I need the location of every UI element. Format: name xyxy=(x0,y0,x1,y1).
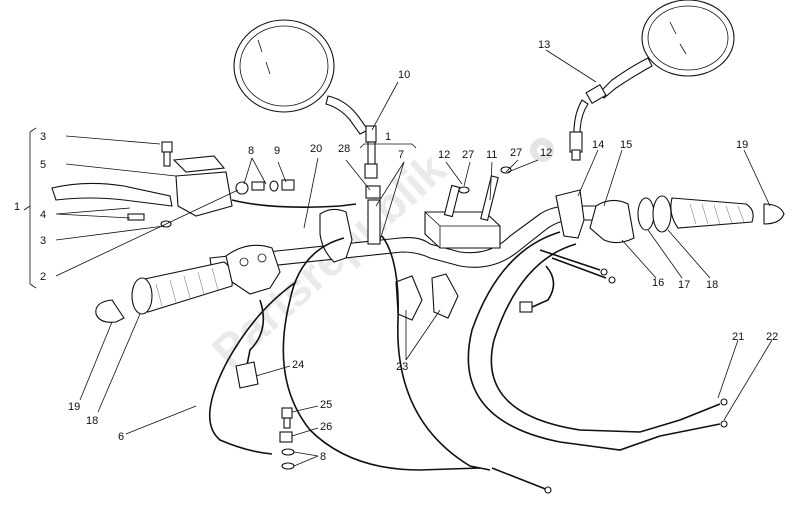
callout-23: 23 xyxy=(396,361,408,373)
callout-1: 1 xyxy=(385,131,391,143)
callout-26: 26 xyxy=(320,421,332,433)
callout-8: 8 xyxy=(320,451,326,463)
fasteners-bottom xyxy=(279,407,295,470)
group-bracket-left xyxy=(23,127,417,289)
callout-24: 24 xyxy=(292,359,304,371)
callout-21: 21 xyxy=(732,331,744,343)
callout-labels: 3 5 1 4 3 2 8 9 20 28 1 7 10 12 27 11 27… xyxy=(14,39,778,463)
callout-19: 19 xyxy=(68,401,80,413)
callout-9: 9 xyxy=(274,145,280,157)
callout-18: 18 xyxy=(706,279,718,291)
callout-8: 8 xyxy=(248,145,254,157)
leader-lines xyxy=(55,49,773,467)
callout-3: 3 xyxy=(40,131,46,143)
callout-3: 3 xyxy=(40,235,46,247)
left-lever-assembly xyxy=(51,141,357,228)
callout-20: 20 xyxy=(310,143,322,155)
callout-10: 10 xyxy=(398,69,410,81)
right-mirror xyxy=(569,0,735,161)
callout-11: 11 xyxy=(486,149,497,161)
callout-1: 1 xyxy=(14,201,20,213)
callout-22: 22 xyxy=(766,331,778,343)
callout-17: 17 xyxy=(678,279,690,291)
callout-13: 13 xyxy=(538,39,550,51)
callout-7: 7 xyxy=(398,149,404,161)
callout-5: 5 xyxy=(40,159,46,171)
left-mirror xyxy=(233,19,378,179)
callout-25: 25 xyxy=(320,399,332,411)
callout-18: 18 xyxy=(86,415,98,427)
callout-4: 4 xyxy=(40,209,46,221)
callout-27: 27 xyxy=(462,149,474,161)
cables xyxy=(208,231,728,494)
callout-15: 15 xyxy=(620,139,632,151)
callout-14: 14 xyxy=(592,139,604,151)
callout-27: 27 xyxy=(510,147,522,159)
callout-12: 12 xyxy=(540,147,552,159)
cable-clips xyxy=(365,185,459,321)
callout-19: 19 xyxy=(736,139,748,151)
callout-12: 12 xyxy=(438,149,450,161)
callout-6: 6 xyxy=(118,431,124,443)
watermark-gear-icon xyxy=(530,138,554,162)
callout-2: 2 xyxy=(40,271,46,283)
callout-16: 16 xyxy=(652,277,664,289)
callout-28: 28 xyxy=(338,143,350,155)
